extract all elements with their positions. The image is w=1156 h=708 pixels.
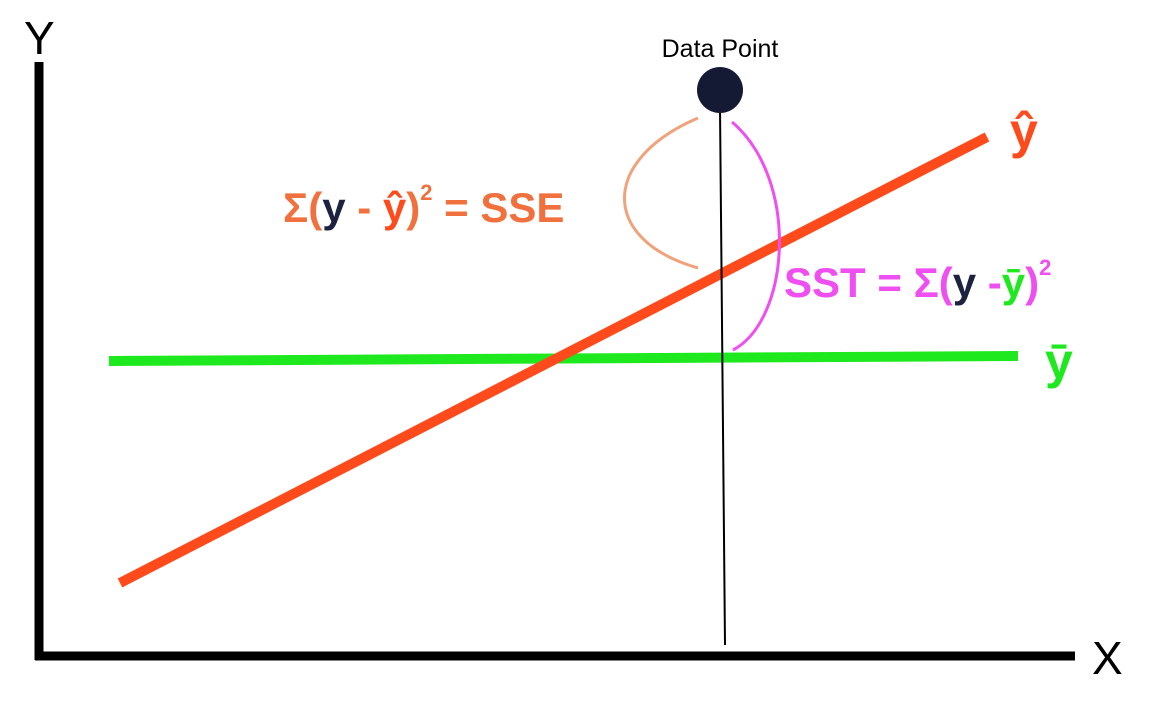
sst-sigma: Σ bbox=[914, 259, 939, 306]
sse-sigma: Σ bbox=[283, 184, 308, 231]
sst-ybar: ȳ bbox=[1002, 259, 1026, 306]
sse-minus: - bbox=[346, 184, 383, 231]
sst-close-paren: ) bbox=[1025, 259, 1039, 306]
sst-head: SST = bbox=[784, 259, 914, 306]
sse-bracket bbox=[623, 116, 699, 270]
x-axis-label: X bbox=[1092, 632, 1123, 684]
sse-close-paren: ) bbox=[406, 184, 420, 231]
regression-line bbox=[117, 132, 990, 588]
sse-yhat: ŷ bbox=[383, 184, 407, 231]
sst-bracket bbox=[731, 120, 781, 352]
sst-formula: SST = Σ(y -ȳ)2 bbox=[784, 255, 1051, 306]
mean-label: ȳ bbox=[1045, 333, 1073, 389]
sse-power: 2 bbox=[420, 180, 432, 205]
data-point-label: Data Point bbox=[662, 35, 779, 63]
vertical-line bbox=[719, 107, 726, 646]
sst-y: y bbox=[953, 259, 977, 306]
sst-open-paren: ( bbox=[939, 259, 953, 306]
sst-minus: - bbox=[976, 259, 1002, 306]
data-point bbox=[697, 67, 743, 113]
sse-y: y bbox=[322, 184, 346, 231]
sst-power: 2 bbox=[1039, 255, 1051, 280]
sse-tail: = SSE bbox=[433, 184, 565, 231]
regression-label: ŷ bbox=[1010, 103, 1038, 159]
sse-formula: Σ(y - ŷ)2 = SSE bbox=[283, 180, 564, 231]
y-axis-label: Y bbox=[24, 12, 55, 64]
sse-open-paren: ( bbox=[308, 184, 322, 231]
